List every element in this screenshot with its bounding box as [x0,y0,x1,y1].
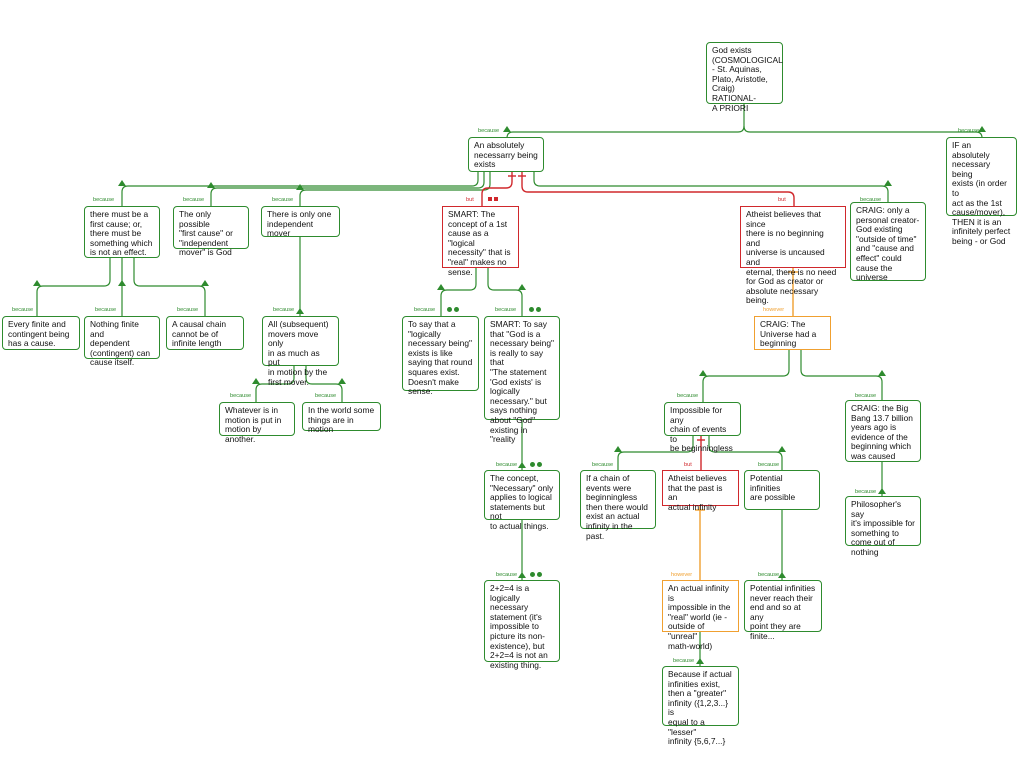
node-philosophers-say[interactable]: Philosopher's say it's impossible for so… [845,496,921,557]
node-causal-chain[interactable]: A causal chain cannot be of infinite len… [166,316,244,350]
node-if-absolutely-necessary[interactable]: IF an absolutely necessary being exists … [946,137,1017,246]
connector-label-because: because [478,128,500,134]
node-concept-necessary[interactable]: The concept, "Necessary" only applies to… [484,470,560,531]
connector-label-but: but [778,197,786,203]
connector-label-because: because [93,197,115,203]
node-first-cause[interactable]: there must be a first cause; or, there m… [84,206,160,258]
connector-label-because: because [758,572,780,578]
connector-label-because: because [592,462,614,468]
connector-label-because: because [273,307,295,313]
objection-markers [488,197,499,203]
node-whatever-in-motion[interactable]: Whatever is in motion is put in motion b… [219,402,295,444]
node-actual-infinity-impossible[interactable]: An actual infinity is impossible in the … [662,580,739,650]
connector-label-because: because [272,197,294,203]
connector-label-because: because [183,197,205,203]
node-smart-necessary-being[interactable]: SMART: To say that "God is a necessary b… [484,316,560,444]
node-god-exists[interactable]: God exists (COSMOLOGICAL - St. Aquinas, … [706,42,783,112]
connector-label-because: because [855,393,877,399]
connector-label-because: because [855,489,877,495]
node-potential-infinities[interactable]: Potential infinities are possible [744,470,820,510]
support-markers [530,462,543,468]
node-world-in-motion[interactable]: In the world some things are in motion [302,402,381,434]
support-markers [530,572,543,578]
node-potential-never-end[interactable]: Potential infinities never reach their e… [744,580,822,641]
connector-label-because: because [315,393,337,399]
node-necessary-being[interactable]: An absolutely necessarry being exists [468,137,544,172]
node-craig-big-bang[interactable]: CRAIG: the Big Bang 13.7 billion years a… [845,400,921,462]
node-every-finite-contingent[interactable]: Every finite and contingent being has a … [2,316,80,350]
node-all-subsequent-movers[interactable]: All (subsequent) movers move only in as … [262,316,339,386]
connector-label-because: because [958,128,980,134]
connector-label-because: because [495,307,517,313]
connector-label-because: because [496,462,518,468]
connector-label-because: because [12,307,34,313]
node-impossible-chain[interactable]: Impossible for any chain of events to be… [664,402,741,453]
support-markers [447,307,460,313]
node-greater-lesser-infinity[interactable]: Because if actual infinities exist, then… [662,666,739,746]
connector-label-because: because [496,572,518,578]
node-two-plus-two[interactable]: 2+2=4 is a logically necessary statement… [484,580,560,670]
node-atheist-past-infinity[interactable]: Atheist believes that the past is an act… [662,470,739,512]
connector-label-because: because [230,393,252,399]
connector-label-because: because [414,307,436,313]
connector-label-however: however [763,307,785,313]
node-atheist-no-beginning[interactable]: Atheist believes that since there is no … [740,206,846,305]
node-chain-beginningless[interactable]: If a chain of events were beginningless … [580,470,656,540]
node-only-possible-first-cause[interactable]: The only possible "first cause" or "inde… [173,206,249,257]
node-nothing-finite-dependent[interactable]: Nothing finite and dependent (contingent… [84,316,160,367]
node-craig-universe-beginning[interactable]: CRAIG: The Universe had a beginning [754,316,831,350]
connector-label-because: because [95,307,117,313]
node-craig-personal-creator[interactable]: CRAIG: only a personal creator- God exis… [850,202,926,282]
connector-label-but: but [466,197,474,203]
connector-label-because: because [677,393,699,399]
connector-label-because: because [860,197,882,203]
connector-label-because: because [177,307,199,313]
connector-label-but: but [684,462,692,468]
node-smart-objection[interactable]: SMART: The concept of a 1st cause as a "… [442,206,519,276]
support-markers [529,307,542,313]
connector-label-however: however [671,572,693,578]
connector-label-because: because [673,658,695,664]
node-one-independent-mover[interactable]: There is only one independent mover [261,206,340,238]
node-round-squares[interactable]: To say that a "logically necessary being… [402,316,479,396]
connector-label-because: because [758,462,780,468]
